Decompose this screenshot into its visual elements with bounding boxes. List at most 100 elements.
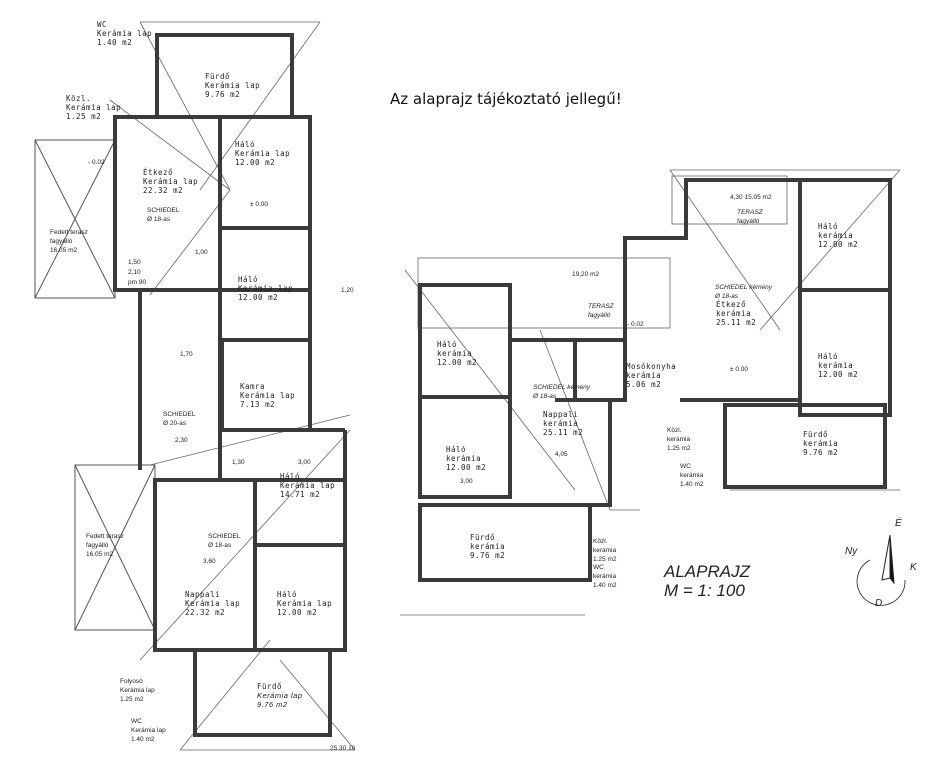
dimension: 1,30 <box>232 459 245 466</box>
label-line: Kerámia lap <box>238 284 294 293</box>
label-line: Kerámia lap <box>120 687 155 694</box>
label-line: kerámia <box>818 231 854 240</box>
level-mark: - 0.02 <box>88 159 105 166</box>
compass-north: É <box>895 518 902 529</box>
label-line: kerámia <box>470 542 506 551</box>
label-line: Háló <box>818 352 839 361</box>
label-line: kerámia <box>680 472 704 479</box>
label-line: Kerámia lap <box>240 391 296 400</box>
dimension: 3,00 <box>298 459 311 466</box>
label-line: kerámia <box>543 419 579 428</box>
label-line: SCHIEDEL <box>147 207 180 214</box>
room-wc-r1: WC kerámia 1.40 m2 <box>680 462 704 489</box>
label-line: fagyálló <box>737 218 760 225</box>
terrace-r1-area: 19,20 m2 <box>572 271 600 278</box>
terrace-r2-area: 4,30 15.05 m2 <box>730 194 772 201</box>
label-line: 14.71 m2 <box>280 490 321 499</box>
label-line: Háló <box>280 472 301 481</box>
level-mark: ± 0.00 <box>730 366 749 373</box>
label-line: Ø 18-as <box>208 542 232 549</box>
label-line: kerámia <box>437 349 473 358</box>
label-line: fagyálló <box>86 542 109 549</box>
dimension: pm 90 <box>128 279 147 286</box>
label-line: WC <box>680 463 691 470</box>
label-line: Háló <box>238 275 259 284</box>
label-line: Nappali <box>543 410 579 419</box>
label-line: 12.00 m2 <box>238 293 279 302</box>
label-line: 16.05 m2 <box>50 247 78 254</box>
label-line: 7.13 m2 <box>240 400 276 409</box>
label-line: Ø 18-as <box>533 393 557 400</box>
label-line: Étkező <box>716 300 747 309</box>
dimension: 2,30 <box>175 437 188 444</box>
label-line: kerámia <box>818 361 854 370</box>
label-line: SCHIEDEL <box>208 533 241 540</box>
label-line: TERASZ <box>588 303 614 310</box>
label-line: Háló <box>446 445 467 454</box>
label-line: 12.00 m2 <box>818 240 859 249</box>
label-line: Ø 20-as <box>163 420 187 427</box>
label-line: kerámia <box>446 454 482 463</box>
dimension: 4,05 <box>555 451 568 458</box>
label-line: 9.76 m2 <box>803 448 839 457</box>
label-line: 9.76 m2 <box>205 90 241 99</box>
label-line: 1.40 m2 <box>131 736 155 743</box>
label-line: kerámia <box>803 439 839 448</box>
label-line: Ø 18-as <box>147 216 171 223</box>
dimension: 1,20 <box>341 287 354 294</box>
label-line: Kerámia lap <box>277 599 333 608</box>
label-line: kerámia <box>593 573 617 580</box>
level-mark: - 0.02 <box>627 321 644 328</box>
label-line: WC <box>131 718 142 725</box>
label-line: SCHIEDEL kémény <box>715 284 772 291</box>
label-line: 5.06 m2 <box>626 380 662 389</box>
label-line: Közl. <box>593 538 608 545</box>
label-line: 1.40 m2 <box>680 481 704 488</box>
label-line: 12.00 m2 <box>437 358 478 367</box>
left-roof-lines <box>109 21 356 751</box>
label-line: WC <box>97 20 108 29</box>
label-line: Ø 18-as <box>715 293 739 300</box>
dimension: 3,00 <box>460 478 473 485</box>
label-line: Fürdő <box>803 430 829 439</box>
right-walls <box>418 178 892 582</box>
compass-east: K <box>910 562 917 573</box>
terrace-r2-label: TERASZ fagyálló <box>737 208 763 226</box>
label-line: TERASZ <box>737 209 763 216</box>
label-line: Háló <box>818 222 839 231</box>
chimney-label-2: SCHIEDEL Ø 20-as <box>163 410 196 428</box>
label-line: 1.25 m2 <box>667 445 691 452</box>
label-line: Kerámia lap <box>131 727 166 734</box>
label-line: Étkező <box>143 168 174 177</box>
disclaimer-note: Az alaprajz tájékoztató jellegű! <box>390 90 622 108</box>
chimney-label-1: SCHIEDEL Ø 18-as <box>147 206 180 224</box>
label-line: Fedett terasz <box>50 229 88 236</box>
label-line: Fürdő <box>257 682 283 691</box>
label-line: Kerámia lap <box>205 81 261 90</box>
label-line: SCHIEDEL <box>163 411 196 418</box>
label-line: Közl. <box>667 427 682 434</box>
label-line: Kerámia lap <box>280 481 336 490</box>
dimension: 3,60 <box>203 558 216 565</box>
dimension: 25 30 10 <box>330 745 356 752</box>
label-line: Fürdő <box>470 533 496 542</box>
